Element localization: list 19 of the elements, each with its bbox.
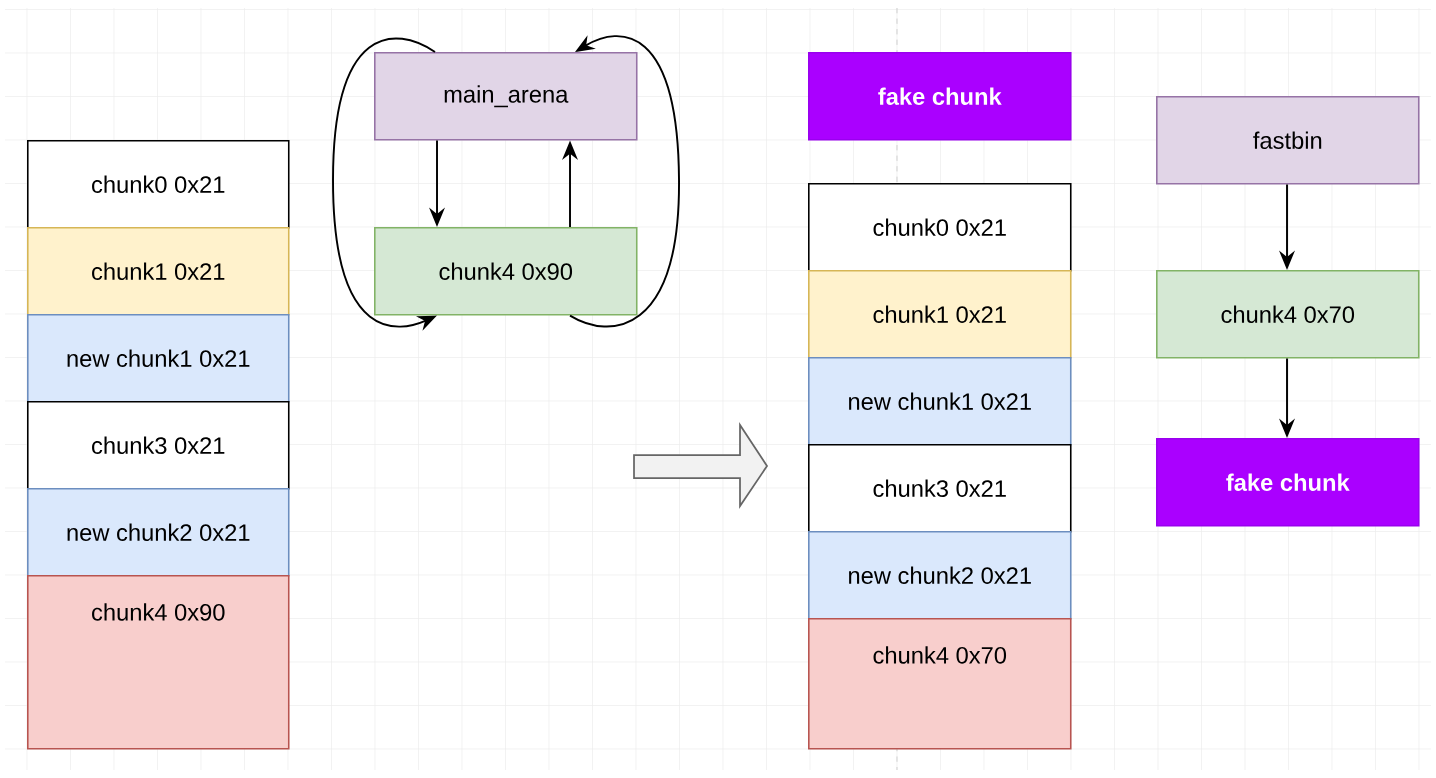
memory-box: new chunk2 0x21 (27, 488, 290, 577)
memory-box: chunk0 0x21 (808, 183, 1072, 272)
memory-box: chunk4 0x70 (808, 618, 1072, 750)
memory-box: chunk1 0x21 (27, 227, 290, 316)
memory-box: chunk0 0x21 (27, 140, 290, 229)
memory-box: chunk3 0x21 (27, 401, 290, 490)
memory-box: chunk3 0x21 (808, 444, 1072, 533)
memory-box: chunk4 0x90 (27, 575, 290, 750)
memory-box: fastbin (1156, 96, 1420, 185)
memory-box: fake chunk (1156, 438, 1420, 527)
memory-box: fake chunk (808, 52, 1072, 141)
memory-box: main_arena (374, 52, 638, 141)
arrow (569, 35, 680, 328)
memory-box: new chunk1 0x21 (27, 314, 290, 403)
memory-box: chunk4 0x70 (1156, 270, 1420, 359)
memory-box: chunk1 0x21 (808, 270, 1072, 359)
memory-box: new chunk1 0x21 (808, 357, 1072, 446)
memory-box: chunk4 0x90 (374, 227, 638, 316)
memory-box: new chunk2 0x21 (808, 531, 1072, 620)
